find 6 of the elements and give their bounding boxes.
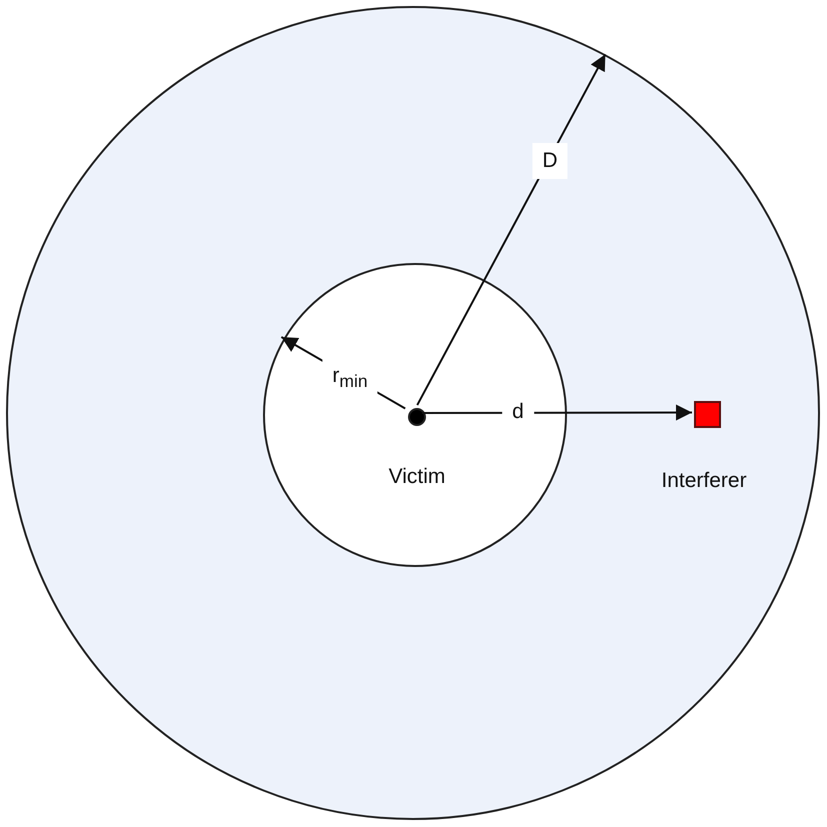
center-dot [408, 408, 426, 426]
node-label: Victim [388, 465, 446, 489]
arrow [416, 54, 606, 406]
arrow [422, 404, 692, 421]
edge-label: D [532, 143, 568, 179]
node-caption: Interferer [661, 469, 747, 493]
